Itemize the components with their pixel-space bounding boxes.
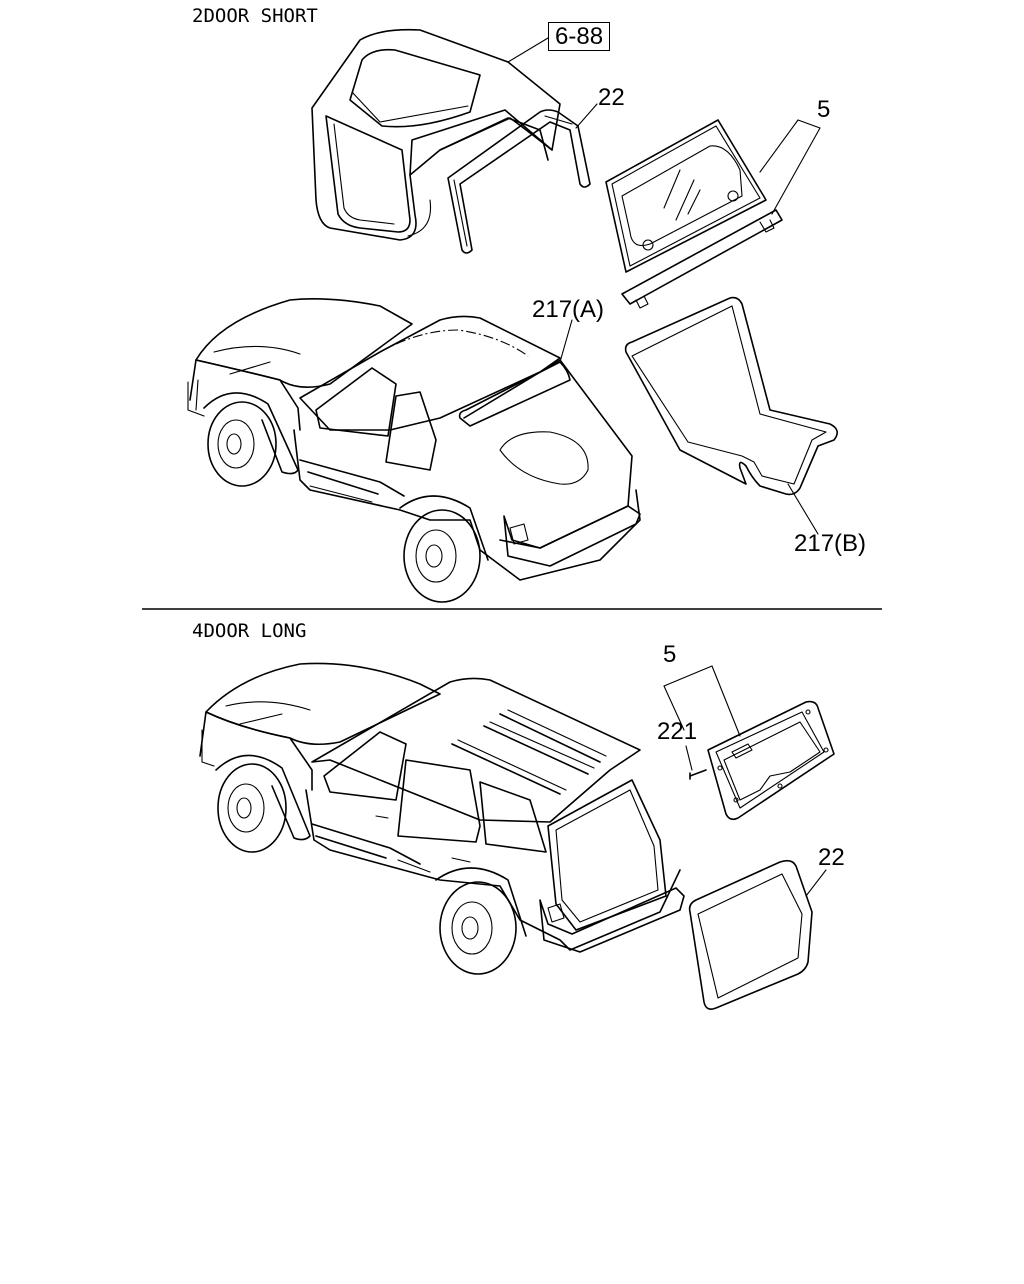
bottom-leader-lines xyxy=(663,665,827,897)
bottom-back-glass-5 xyxy=(707,700,835,821)
section-title-4door-long: 4DOOR LONG xyxy=(192,620,307,642)
callout-bottom-seal-22: 22 xyxy=(818,844,845,871)
callout-bottom-clip-221: 221 xyxy=(657,718,698,745)
top-seal-217b xyxy=(624,296,838,496)
top-leader-lines xyxy=(507,37,821,535)
ref-page-callout: 6-88 xyxy=(548,22,611,51)
callout-seal-217a: 217(A) xyxy=(532,296,605,323)
top-weatherstrip-22 xyxy=(447,109,591,254)
section-title-2door-short: 2DOOR SHORT xyxy=(192,5,318,27)
four-door-vehicle xyxy=(199,662,685,975)
top-back-glass-5 xyxy=(605,119,783,309)
bottom-weatherstrip-22 xyxy=(688,859,813,1010)
hard-top-shell xyxy=(311,28,561,241)
callout-top-seal-22: 22 xyxy=(598,84,625,111)
bottom-clip-221 xyxy=(689,769,707,780)
callout-top-glass-5: 5 xyxy=(817,96,831,123)
two-door-vehicle xyxy=(187,298,641,603)
callout-bottom-glass-5: 5 xyxy=(663,641,677,668)
callout-seal-217b: 217(B) xyxy=(794,530,867,557)
